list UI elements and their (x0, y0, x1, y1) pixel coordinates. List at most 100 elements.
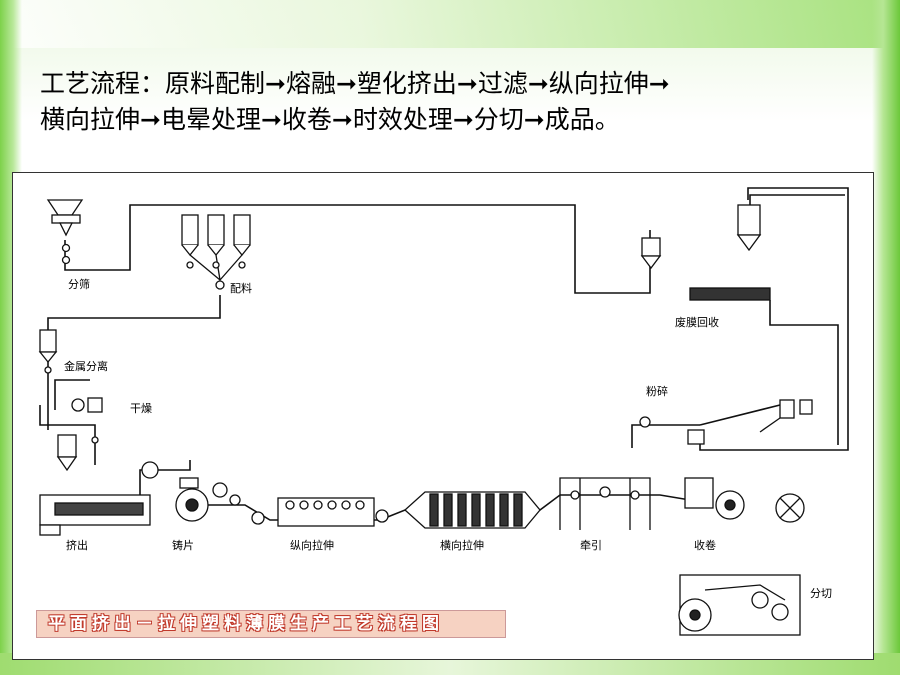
scrap-recovery-unit (640, 204, 771, 301)
winder-unit (684, 477, 805, 523)
slitter-roll (771, 603, 789, 621)
tower-3-cone (233, 244, 251, 257)
md-roll (285, 500, 295, 510)
caption-banner (36, 610, 506, 638)
casting-roll-core (185, 498, 199, 512)
valve (61, 255, 71, 265)
scrap-extruder (689, 287, 771, 301)
extruder-motor (39, 524, 61, 536)
valve (186, 261, 194, 269)
slitter-web (704, 584, 786, 601)
tenter-zone (429, 493, 439, 527)
crusher-arm (759, 417, 781, 433)
crusher-inlet (639, 416, 651, 428)
md-out-roll (375, 509, 389, 523)
md-in-roll (251, 511, 265, 525)
die-head (179, 477, 199, 489)
dryer-fan (71, 398, 85, 412)
storage-hopper (46, 199, 84, 265)
pipe-extrude (139, 460, 191, 500)
pipe-right-inner (769, 300, 839, 445)
haul-off-roll (630, 490, 640, 500)
valve (212, 261, 220, 269)
label-td-stretch: 横向拉伸 (440, 538, 484, 552)
scrap-cone (640, 255, 662, 270)
slitter-unwind-core (689, 609, 701, 621)
tenter-zone (457, 493, 467, 527)
label-storage: 分筛 (68, 277, 90, 291)
crusher-motor (779, 399, 795, 419)
label-metal-separation: 金属分离 (64, 359, 108, 373)
haul-off-roll (599, 486, 611, 498)
casting-unit (175, 477, 241, 522)
winder-body (684, 477, 714, 509)
title-line-2: 横向拉伸➞电晕处理➞收卷➞时效处理➞分切➞成品。 (40, 105, 620, 134)
slitter-roll (751, 591, 769, 609)
md-roll (327, 500, 337, 510)
haul-off-frame (559, 477, 651, 530)
tower-2-cone (207, 244, 225, 257)
pipe-drying (39, 405, 96, 465)
tenter-zone (443, 493, 453, 527)
md-roll (313, 500, 323, 510)
right-decor-bar (872, 0, 900, 675)
dryer-cone (56, 456, 78, 472)
label-batching: 配料 (230, 281, 252, 295)
idler-roll (212, 482, 228, 498)
separator-vessel (39, 329, 57, 353)
tenter-zone (499, 493, 509, 527)
tower-3 (233, 214, 251, 246)
valve (91, 436, 99, 444)
label-haul-off: 牵引 (580, 538, 602, 552)
crusher-unit (639, 399, 813, 445)
filter (141, 461, 159, 479)
scrap-silo (737, 204, 761, 236)
batching-towers (181, 214, 251, 290)
crusher-box (687, 429, 705, 445)
scrap-hopper (641, 237, 661, 257)
extruder (39, 461, 159, 536)
spare-roll-spoke (779, 497, 801, 519)
diagram-frame (12, 172, 874, 660)
valve (238, 261, 246, 269)
tenter-zone (485, 493, 495, 527)
slitter-unit (678, 574, 801, 636)
pipe-drying-2 (54, 379, 90, 410)
haul-off-posts (579, 478, 631, 530)
winder-core (724, 499, 736, 511)
label-slitting: 分切 (810, 587, 832, 600)
label-drying: 干燥 (130, 402, 152, 415)
separator-cone (38, 351, 58, 364)
diagram-caption: 平面挤出－拉伸塑料薄膜生产工艺流程图 (48, 614, 444, 634)
md-roll (299, 500, 309, 510)
hopper-top (46, 199, 84, 216)
slide-title: 工艺流程：原料配制➞熔融➞塑化挤出➞过滤➞纵向拉伸➞ 横向拉伸➞电晕处理➞收卷➞… (40, 66, 860, 138)
label-scrap-recovery: 废膜回收 (675, 315, 719, 329)
slitter-frame (679, 574, 801, 636)
pipe-top-main (64, 204, 651, 294)
haul-off-unit (559, 477, 651, 530)
pipe-crush (631, 424, 700, 448)
label-casting: 铸片 (172, 538, 194, 552)
label-winding: 收卷 (694, 538, 716, 552)
pipe-lines (39, 187, 849, 521)
tenter-zone (471, 493, 481, 527)
pipe-right-loop-2 (749, 194, 845, 240)
valve (61, 243, 71, 253)
tower-2 (207, 214, 225, 246)
label-extrusion: 挤出 (66, 538, 88, 552)
dryer-heater (87, 397, 103, 413)
mixer (215, 280, 225, 290)
label-md-stretch: 纵向拉伸 (290, 538, 334, 552)
td-tenter (404, 491, 541, 529)
top-decor-bar (0, 0, 900, 48)
hopper-base (51, 214, 81, 224)
idler-roll (229, 494, 241, 506)
pipe-crush-2 (699, 404, 781, 426)
valve (44, 366, 52, 374)
crusher-bin (799, 399, 813, 415)
md-stretcher (251, 497, 389, 527)
title-line-1: 工艺流程：原料配制➞熔融➞塑化挤出➞过滤➞纵向拉伸➞ (40, 69, 670, 98)
hopper-funnel (58, 222, 74, 237)
